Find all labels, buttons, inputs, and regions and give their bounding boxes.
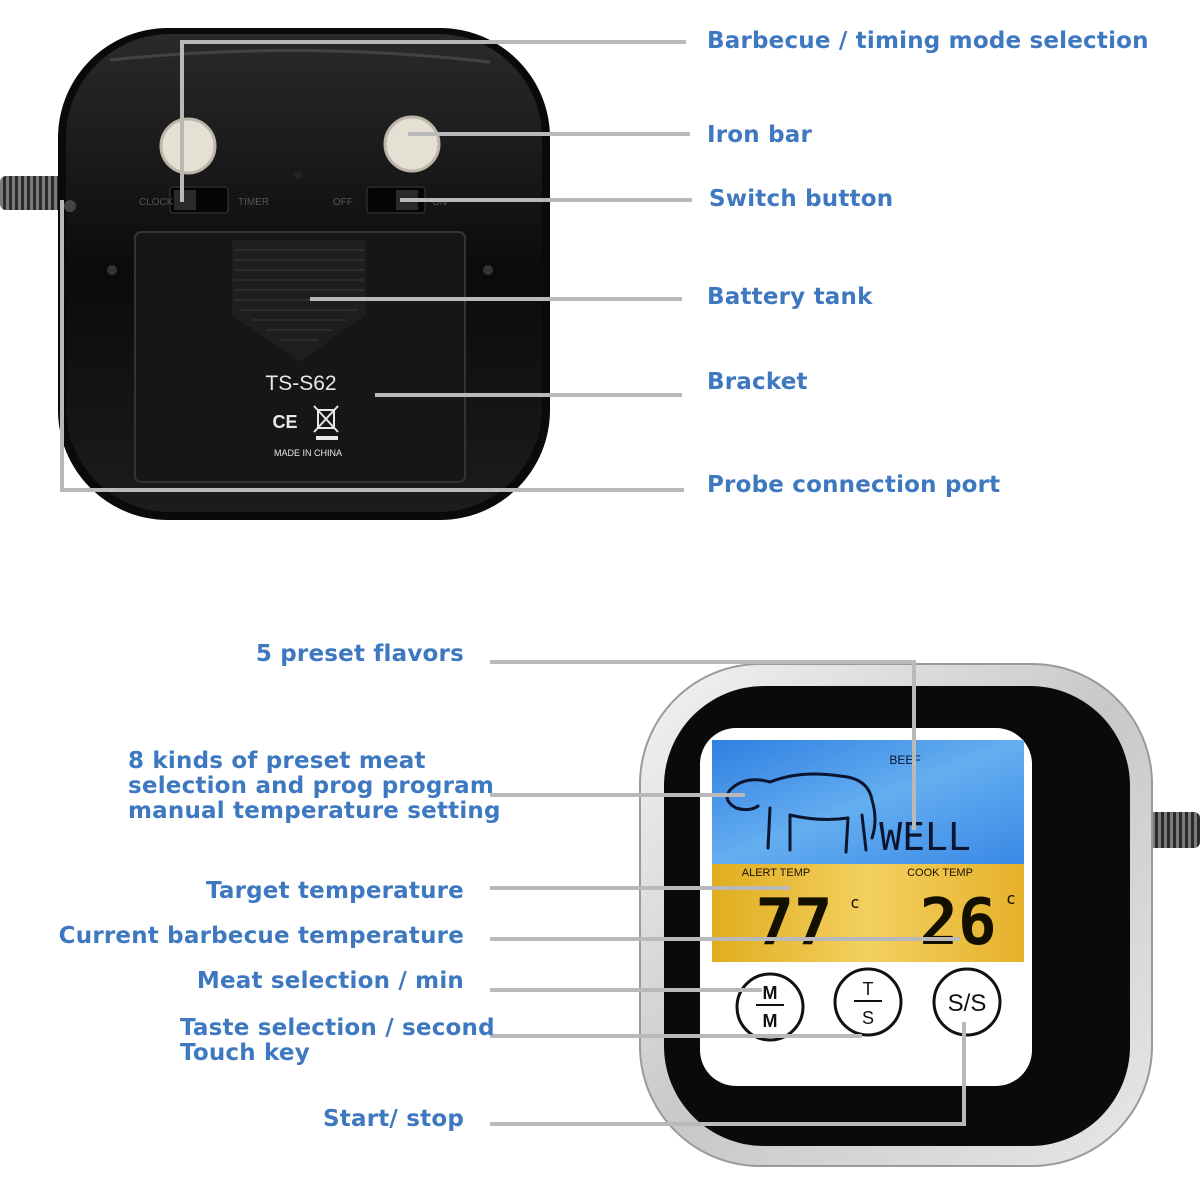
leader-line bbox=[490, 660, 916, 664]
m-button[interactable]: M M bbox=[735, 972, 805, 1042]
svg-text:TIMER: TIMER bbox=[238, 197, 269, 208]
doneness: WELL bbox=[879, 815, 971, 859]
magnet-right bbox=[383, 115, 441, 173]
label-meat-line3: manual temperature setting bbox=[128, 798, 501, 824]
leader-line bbox=[490, 793, 745, 797]
cook-temp-value: 26 bbox=[919, 886, 996, 960]
label-mode-selection: Barbecue / timing mode selection bbox=[707, 28, 1149, 54]
magnet-left bbox=[159, 117, 217, 175]
svg-text:ON: ON bbox=[432, 197, 447, 208]
m-button-bottom: M bbox=[763, 1011, 778, 1031]
label-target-temp: Target temperature bbox=[205, 878, 464, 904]
cook-unit: c bbox=[1006, 889, 1016, 908]
alert-temp-value: 77 bbox=[755, 886, 832, 960]
ss-button-label: S/S bbox=[948, 990, 987, 1017]
leader-line bbox=[400, 198, 692, 202]
leader-line bbox=[60, 488, 684, 492]
leader-line bbox=[60, 200, 64, 492]
made-in: MADE IN CHINA bbox=[274, 448, 342, 458]
label-meat-min: Meat selection / min bbox=[196, 968, 464, 994]
label-battery-tank: Battery tank bbox=[707, 284, 873, 310]
device-back-body: CLOCK TIMER OFF ON TS-S62 CE MADE IN CHI… bbox=[58, 28, 550, 520]
leader-line bbox=[490, 1034, 862, 1038]
leader-line bbox=[490, 1122, 966, 1126]
alert-unit: c bbox=[850, 893, 860, 912]
leader-line bbox=[180, 40, 686, 44]
ss-button[interactable]: S/S bbox=[932, 967, 1002, 1037]
leader-line bbox=[310, 297, 682, 301]
label-switch-button: Switch button bbox=[709, 186, 894, 212]
label-meat-line1: 8 kinds of preset meat bbox=[128, 748, 426, 774]
label-preset-flavors: 5 preset flavors bbox=[255, 641, 464, 667]
label-iron-bar: Iron bar bbox=[707, 122, 813, 148]
model-number: TS-S62 bbox=[265, 372, 336, 395]
weee-bin-icon bbox=[313, 405, 339, 433]
leader-line bbox=[408, 132, 690, 136]
device-front-body: BEEF WELL ALERT TEMP COOK TEMP 77 c 26 c… bbox=[639, 663, 1153, 1167]
leader-line bbox=[490, 886, 790, 890]
leader-line bbox=[375, 393, 682, 397]
leader-line bbox=[490, 988, 762, 992]
leader-line bbox=[912, 660, 916, 830]
lcd-meat-panel bbox=[712, 740, 1024, 864]
label-touch-key: Touch key bbox=[180, 1040, 310, 1066]
svg-text:OFF: OFF bbox=[333, 197, 353, 208]
lcd-temp-panel bbox=[712, 864, 1024, 962]
m-button-top: M bbox=[763, 983, 778, 1003]
label-taste-second: Taste selection / second bbox=[180, 1015, 495, 1041]
screw-icon bbox=[483, 265, 493, 275]
t-button[interactable]: T S bbox=[833, 967, 903, 1037]
cook-temp-label: COOK TEMP bbox=[907, 867, 973, 879]
leader-line bbox=[180, 40, 184, 202]
label-current-temp: Current barbecue temperature bbox=[58, 923, 464, 949]
label-probe-port: Probe connection port bbox=[707, 472, 1001, 498]
probe-cable-top bbox=[0, 176, 72, 210]
t-button-top: T bbox=[863, 979, 874, 999]
t-button-bottom: S bbox=[862, 1008, 874, 1028]
screw-icon bbox=[107, 265, 117, 275]
label-start-stop: Start/ stop bbox=[323, 1106, 464, 1132]
alert-temp-label: ALERT TEMP bbox=[742, 867, 810, 879]
label-meat-line2: selection and prog program bbox=[128, 773, 495, 799]
cow-icon bbox=[725, 772, 877, 854]
leader-line bbox=[962, 1022, 966, 1126]
leader-line bbox=[490, 937, 960, 941]
label-bracket: Bracket bbox=[707, 369, 808, 395]
ce-mark: CE bbox=[272, 412, 297, 432]
svg-text:CLOCK: CLOCK bbox=[139, 197, 174, 208]
